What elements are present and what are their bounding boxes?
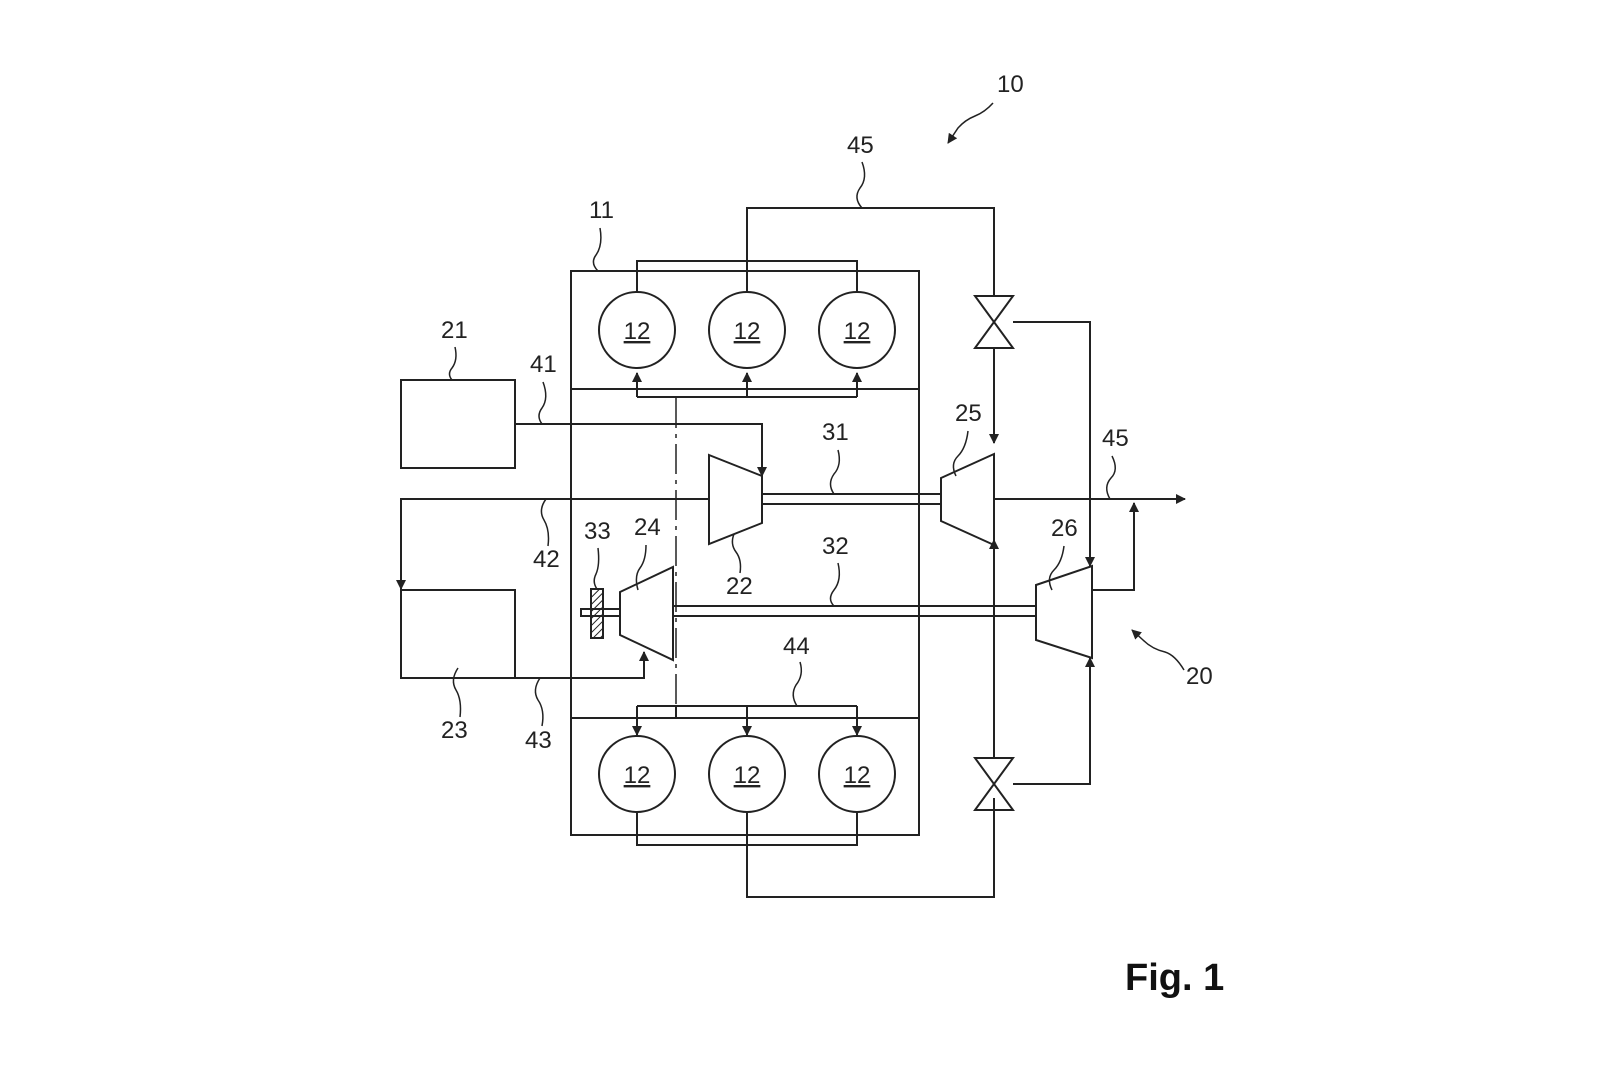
turbine-26-outlet [1092,502,1139,591]
shaft-31 [761,493,942,505]
figure-caption: Fig. 1 [1125,957,1224,999]
compressor-24: 33 24 32 [580,514,1037,662]
lower-exhaust-pipe [746,798,995,898]
label-41: 41 [530,351,557,378]
pointer-42 [540,498,550,547]
label-24: 24 [634,514,661,541]
unit-23: 23 43 [400,589,649,754]
valves [973,295,1095,811]
pointer-26 [1048,545,1065,591]
compressor-22: 22 31 [708,419,942,600]
cylinder-lower-3-label: 12 [844,762,871,789]
line-42 [396,498,709,590]
pointer-32 [829,562,841,607]
cylinder-upper-3-label: 12 [844,318,871,345]
pointer-31 [829,449,841,495]
cylinder-lower-1 [598,735,676,813]
compressor-24-shape [619,565,674,662]
label-44: 44 [783,633,810,660]
engine-block-outline [570,270,920,836]
turbine-25: 25 [940,400,995,547]
turbine-25-shape [940,452,995,547]
cylinder-lower-2-label: 12 [734,762,761,789]
turbine-26: 26 [1035,502,1139,660]
element-33 [590,588,604,639]
upper-exhaust-pipe [746,207,995,296]
cylinder-upper-3 [818,291,896,369]
pointer-21 [448,346,457,381]
cylinder-lower-1-label: 12 [624,762,651,789]
label-43: 43 [525,727,552,754]
cylinder-upper-1 [598,291,676,369]
unit-21-box [400,379,516,469]
line-41 [515,423,767,477]
engine-block: 11 [570,197,920,836]
label-45-top: 45 [847,132,874,159]
valve-upper [973,295,1015,349]
pointer-24 [635,544,647,591]
pointer-10 [947,102,994,144]
pointer-44 [792,661,803,707]
pointer-45-right [1106,455,1116,500]
unit-21: 21 41 [400,317,767,477]
exhaust-outlet: 45 [994,425,1186,504]
label-23: 23 [441,717,468,744]
label-20: 20 [1186,663,1213,690]
system-label-group: 10 [947,71,1024,144]
upper-cylinders: 12 12 12 [598,260,896,398]
line-43 [515,651,649,679]
label-31: 31 [822,419,849,446]
pointer-25 [952,430,969,477]
cylinder-upper-1-label: 12 [624,318,651,345]
bypass-upper [1013,321,1095,567]
unit-23-box [400,589,516,679]
label-22: 22 [726,573,753,600]
label-42: 42 [533,546,560,573]
label-45-right: 45 [1102,425,1129,452]
exhaust-line-45: 45 [746,132,995,898]
pointer-11 [592,227,602,272]
pointer-41 [538,381,547,425]
label-32: 32 [822,533,849,560]
label-25: 25 [955,400,982,427]
pointer-23 [452,667,462,718]
turbo-system-label-group: 20 [1131,629,1213,690]
turbine-26-shape [1035,564,1093,660]
label-21: 21 [441,317,468,344]
line-42-group: 42 [396,498,709,590]
pointer-43 [534,677,544,727]
valve-lower [973,757,1015,811]
label-26: 26 [1051,515,1078,542]
label-10: 10 [997,71,1024,98]
pointer-33 [593,547,600,590]
pointer-22 [731,533,742,574]
label-11: 11 [589,197,614,224]
bypass-lower [1013,657,1095,785]
shaft-32 [672,605,1037,617]
label-33: 33 [584,518,611,545]
pointer-45-top [856,161,866,209]
cylinder-upper-2-label: 12 [734,318,761,345]
cylinder-lower-3 [818,735,896,813]
pointer-20 [1131,629,1185,671]
compressor-22-shape [708,453,763,546]
